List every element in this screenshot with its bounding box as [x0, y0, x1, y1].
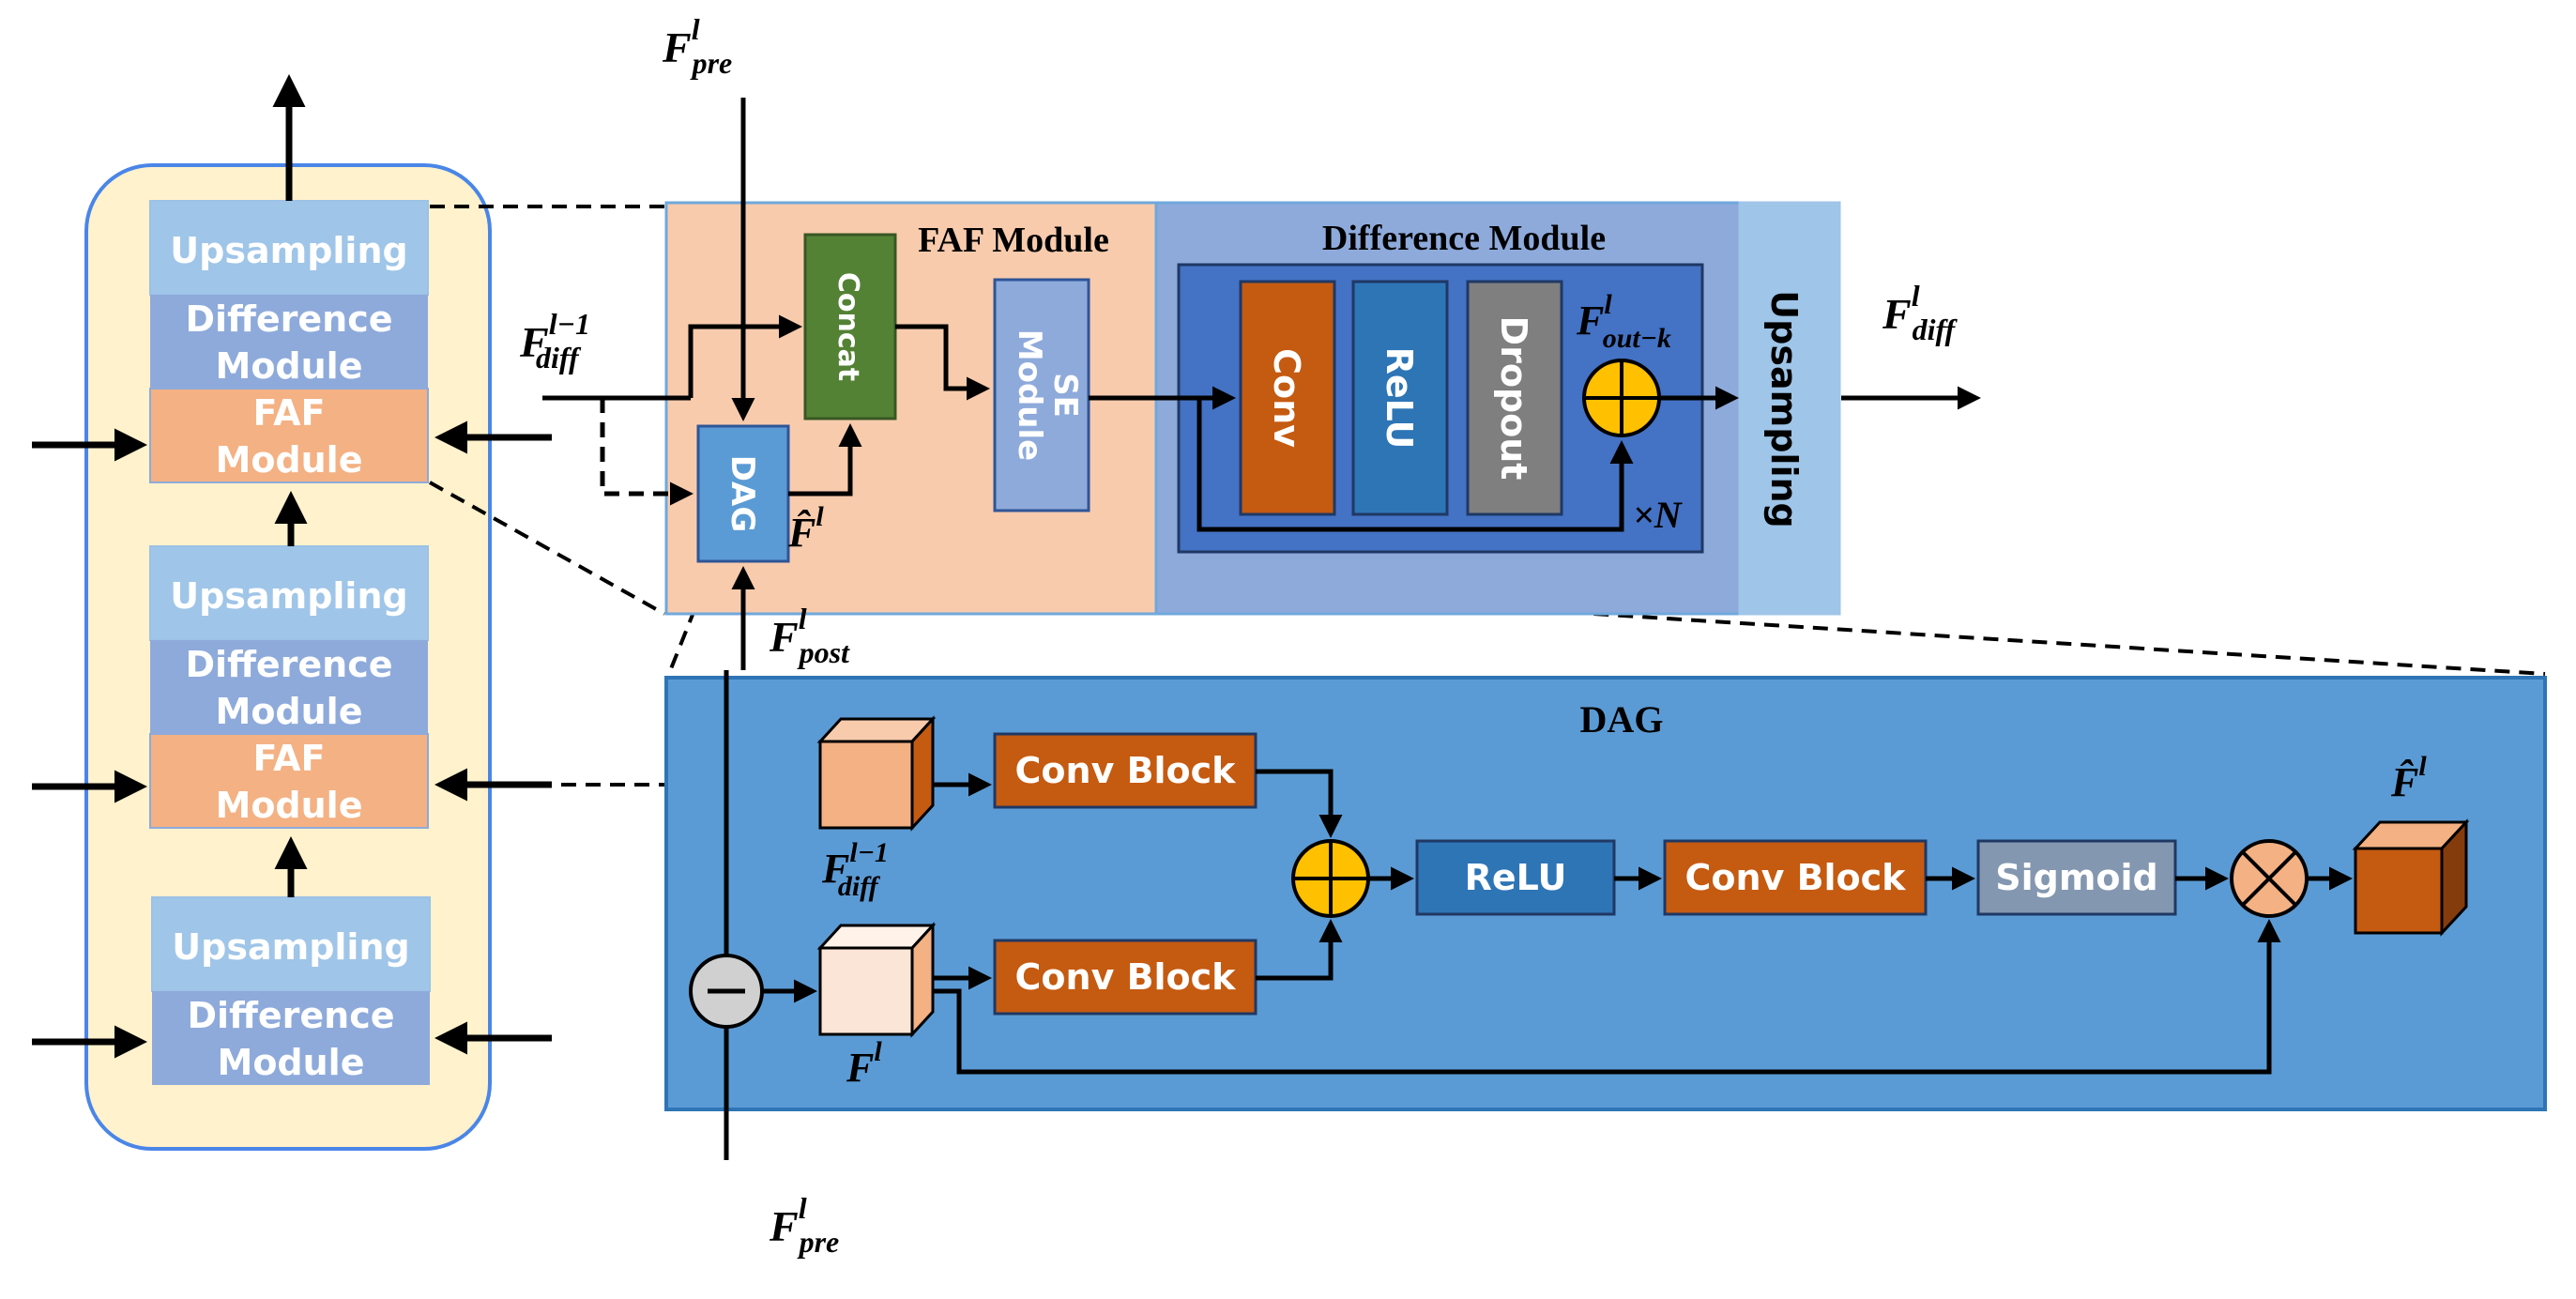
multiply-circle-icon: [2230, 839, 2309, 918]
stack1-difference-label-2: Module: [216, 345, 363, 387]
dag-conv-block-top-label: Conv Block: [1015, 750, 1237, 791]
dag-detail-title: DAG: [1580, 698, 1664, 741]
upsampling-panel-label: Upsampling: [1763, 290, 1805, 527]
add-circle-icon: [1582, 359, 1661, 437]
stack2-faf-box: [149, 733, 429, 829]
stack2-faf-label-2: Module: [216, 785, 363, 826]
stack2-upsampling-box: [149, 545, 429, 641]
dag-relu-box: [1415, 839, 1616, 916]
stack3-difference-label-2: Module: [218, 1042, 365, 1083]
stack3-upsampling-label: Upsampling: [172, 926, 409, 968]
dag-conv-block-mid-label: Conv Block: [1685, 857, 1907, 898]
feature-cube-f-icon: [816, 922, 937, 1038]
dag-conv-block-mid: [1663, 839, 1928, 916]
stack1-upsampling-label: Upsampling: [170, 230, 407, 271]
stack2-difference-box: [150, 640, 428, 734]
stack1-faf-box: [149, 388, 429, 483]
stack1-faf-label-2: Module: [216, 439, 363, 481]
faf-connectors: [542, 98, 1981, 670]
stack2-difference-label-2: Module: [216, 691, 363, 732]
dag-sigmoid-box: [1976, 839, 2177, 916]
repeat-n-label: ×N: [1633, 494, 1684, 536]
dag-add-circle-icon: [1291, 839, 1370, 918]
feature-cube-diff-icon: [816, 715, 937, 832]
dropout-label: Dropout: [1493, 316, 1534, 481]
stack2-upsampling-label: Upsampling: [170, 575, 407, 617]
dag-small-label: DAG: [724, 455, 761, 532]
concat-box: [803, 233, 897, 420]
dag-conv-block-bottom: [993, 939, 1258, 1016]
dag-conv-block-top: [993, 732, 1258, 809]
output-cube-icon: [2352, 818, 2470, 937]
se-module-label-1: SE: [1046, 373, 1084, 418]
faf-module-title: FAF Module: [918, 221, 1109, 260]
stack1-upsampling-box: [149, 200, 429, 296]
stack3-difference-label-1: Difference: [188, 995, 395, 1036]
stack1-faf-label-1: FAF: [253, 392, 326, 434]
upsampling-panel: [1738, 201, 1841, 616]
concat-label: Concat: [831, 272, 864, 381]
stack1-difference-label-1: Difference: [186, 298, 393, 340]
dag-relu-label: ReLU: [1465, 857, 1567, 898]
stack-arrows: [32, 74, 552, 1059]
dag-conv-block-bottom-label: Conv Block: [1015, 956, 1237, 998]
stack3-difference-box: [152, 991, 430, 1085]
dropout-box: [1466, 280, 1563, 516]
relu-box: [1351, 280, 1449, 516]
stack2-difference-label-1: Difference: [186, 644, 393, 685]
dag-f-label: Fl: [846, 1036, 882, 1091]
dag-sigmoid-label: Sigmoid: [1995, 857, 2158, 898]
dag-f-hat-label: F̂l: [2390, 751, 2427, 805]
f-hat-small-label: F̂l: [787, 501, 824, 556]
se-module-label-2: Module: [1011, 329, 1048, 461]
conv-label: Conv: [1266, 348, 1307, 448]
difference-module-title: Difference Module: [1322, 219, 1606, 258]
conv-box: [1239, 280, 1336, 516]
se-module-box: [993, 278, 1090, 512]
stack2-faf-label-1: FAF: [253, 738, 326, 779]
dag-connectors: [724, 670, 2353, 1160]
stack1-difference-box: [150, 295, 428, 389]
subtract-circle-icon: [689, 954, 764, 1029]
relu-label: ReLU: [1379, 347, 1420, 450]
